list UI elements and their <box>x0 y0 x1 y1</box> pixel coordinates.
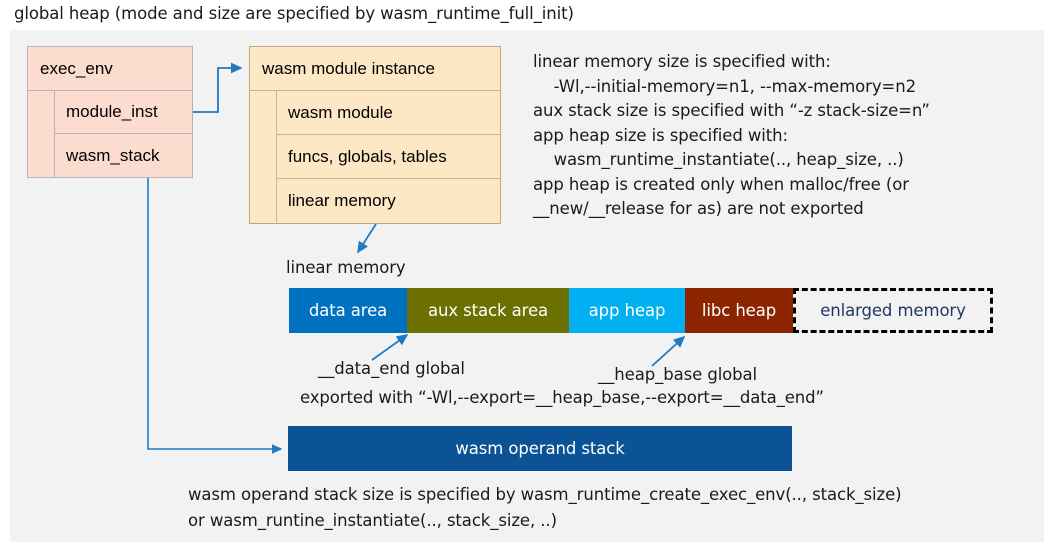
info-line-0: linear memory size is specified with: <box>533 52 831 71</box>
annotation-data-end: __data_end global <box>318 359 465 378</box>
memory-segment-app-heap: app heap <box>569 288 685 333</box>
wasm-operand-stack-bar: wasm operand stack <box>288 426 792 471</box>
exec-env-field-module-inst: module_inst <box>54 91 192 134</box>
wasm-module-instance-title: wasm module instance <box>250 47 500 91</box>
wmi-field-wasm-module: wasm module <box>276 91 500 135</box>
bottom-info-line-1: or wasm_runtine_instantiate(.., stack_si… <box>188 511 557 530</box>
exec-env-box: exec_env module_inst wasm_stack <box>27 46 193 178</box>
wasm-module-instance-box: wasm module instance wasm module funcs, … <box>249 46 501 224</box>
annotation-heap-base: __heap_base global <box>598 365 758 384</box>
operand-stack-info-text: wasm operand stack size is specified by … <box>188 482 1038 534</box>
exec-env-fields: module_inst wasm_stack <box>54 91 192 177</box>
linear-memory-info-text: linear memory size is specified with: -W… <box>533 50 1033 222</box>
exec-env-field-wasm-stack: wasm_stack <box>54 134 192 177</box>
info-line-4: wasm_runtime_instantiate(.., heap_size, … <box>533 150 904 169</box>
linear-memory-label: linear memory <box>286 258 406 277</box>
info-line-1: -Wl,--initial-memory=n1, --max-memory=n2 <box>533 76 917 96</box>
info-line-6: __new/__release for as) are not exported <box>533 199 864 218</box>
page-title: global heap (mode and size are specified… <box>14 4 574 23</box>
bottom-info-line-0: wasm operand stack size is specified by … <box>188 485 902 504</box>
wasm-module-instance-fields: wasm module funcs, globals, tables linea… <box>276 91 500 223</box>
info-line-2: aux stack size is specified with “-z sta… <box>533 101 930 120</box>
wmi-field-funcs-globals-tables: funcs, globals, tables <box>276 135 500 179</box>
memory-segment-aux-stack-area: aux stack area <box>407 288 569 333</box>
memory-segment-data-area: data area <box>289 288 407 333</box>
info-line-5: app heap is created only when malloc/fre… <box>533 174 909 194</box>
memory-segment-enlarged-memory: enlarged memory <box>793 288 993 333</box>
info-line-3: app heap size is specified with: <box>533 125 788 145</box>
annotation-exported-with: exported with “-Wl,--export=__heap_base,… <box>300 388 824 407</box>
wmi-field-linear-memory: linear memory <box>276 179 500 223</box>
memory-segment-libc-heap: libc heap <box>685 288 793 333</box>
exec-env-title: exec_env <box>28 47 192 91</box>
